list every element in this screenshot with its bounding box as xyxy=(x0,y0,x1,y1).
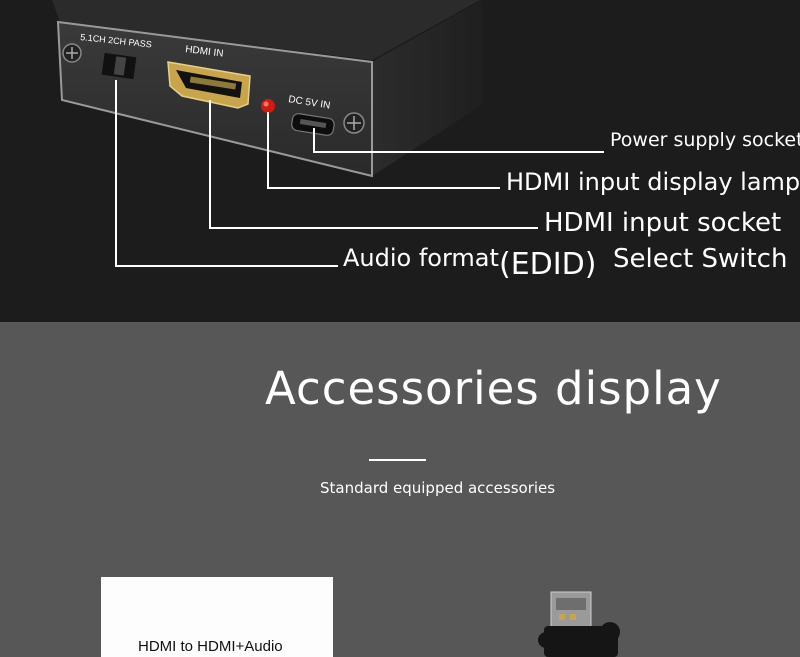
switch-leader-line xyxy=(115,80,338,267)
device-illustration: 5.1CH 2CH PASS HDMI IN DC 5V IN xyxy=(52,0,604,267)
indicator-lamp-icon xyxy=(261,99,275,113)
callout-hdmi-socket: HDMI input socket xyxy=(544,208,782,238)
hdmi-port-icon xyxy=(167,61,251,109)
accessory-box-image xyxy=(101,577,333,657)
title-divider xyxy=(369,459,426,461)
screw-left-icon xyxy=(62,43,82,63)
device-top xyxy=(52,0,480,60)
socket-leader-line xyxy=(209,100,538,229)
section-subtitle: Standard equipped accessories xyxy=(320,479,556,497)
power-port-icon xyxy=(291,113,335,136)
callout-edid: (EDID) xyxy=(499,247,597,282)
callout-power-socket: Power supply socket xyxy=(610,129,800,151)
section-title: Accessories display xyxy=(265,362,722,415)
callout-lamp: HDMI input display lamp xyxy=(506,168,800,196)
usb-cable-image xyxy=(538,591,620,657)
callout-lines xyxy=(115,80,604,267)
lamp-leader-line xyxy=(267,112,500,189)
accessory-box-label: HDMI to HDMI+Audio xyxy=(138,638,283,655)
product-diagram-panel: 5.1CH 2CH PASS HDMI IN DC 5V IN Power su… xyxy=(0,0,800,322)
device-side xyxy=(372,0,482,176)
screw-right-icon xyxy=(343,112,365,134)
callout-audio-format: Audio format xyxy=(343,244,499,272)
callout-select-switch: Select Switch xyxy=(613,244,788,274)
usb-connector-plug xyxy=(544,626,618,657)
hdmi-port-label: HDMI IN xyxy=(185,44,224,60)
power-leader-line xyxy=(313,128,604,153)
